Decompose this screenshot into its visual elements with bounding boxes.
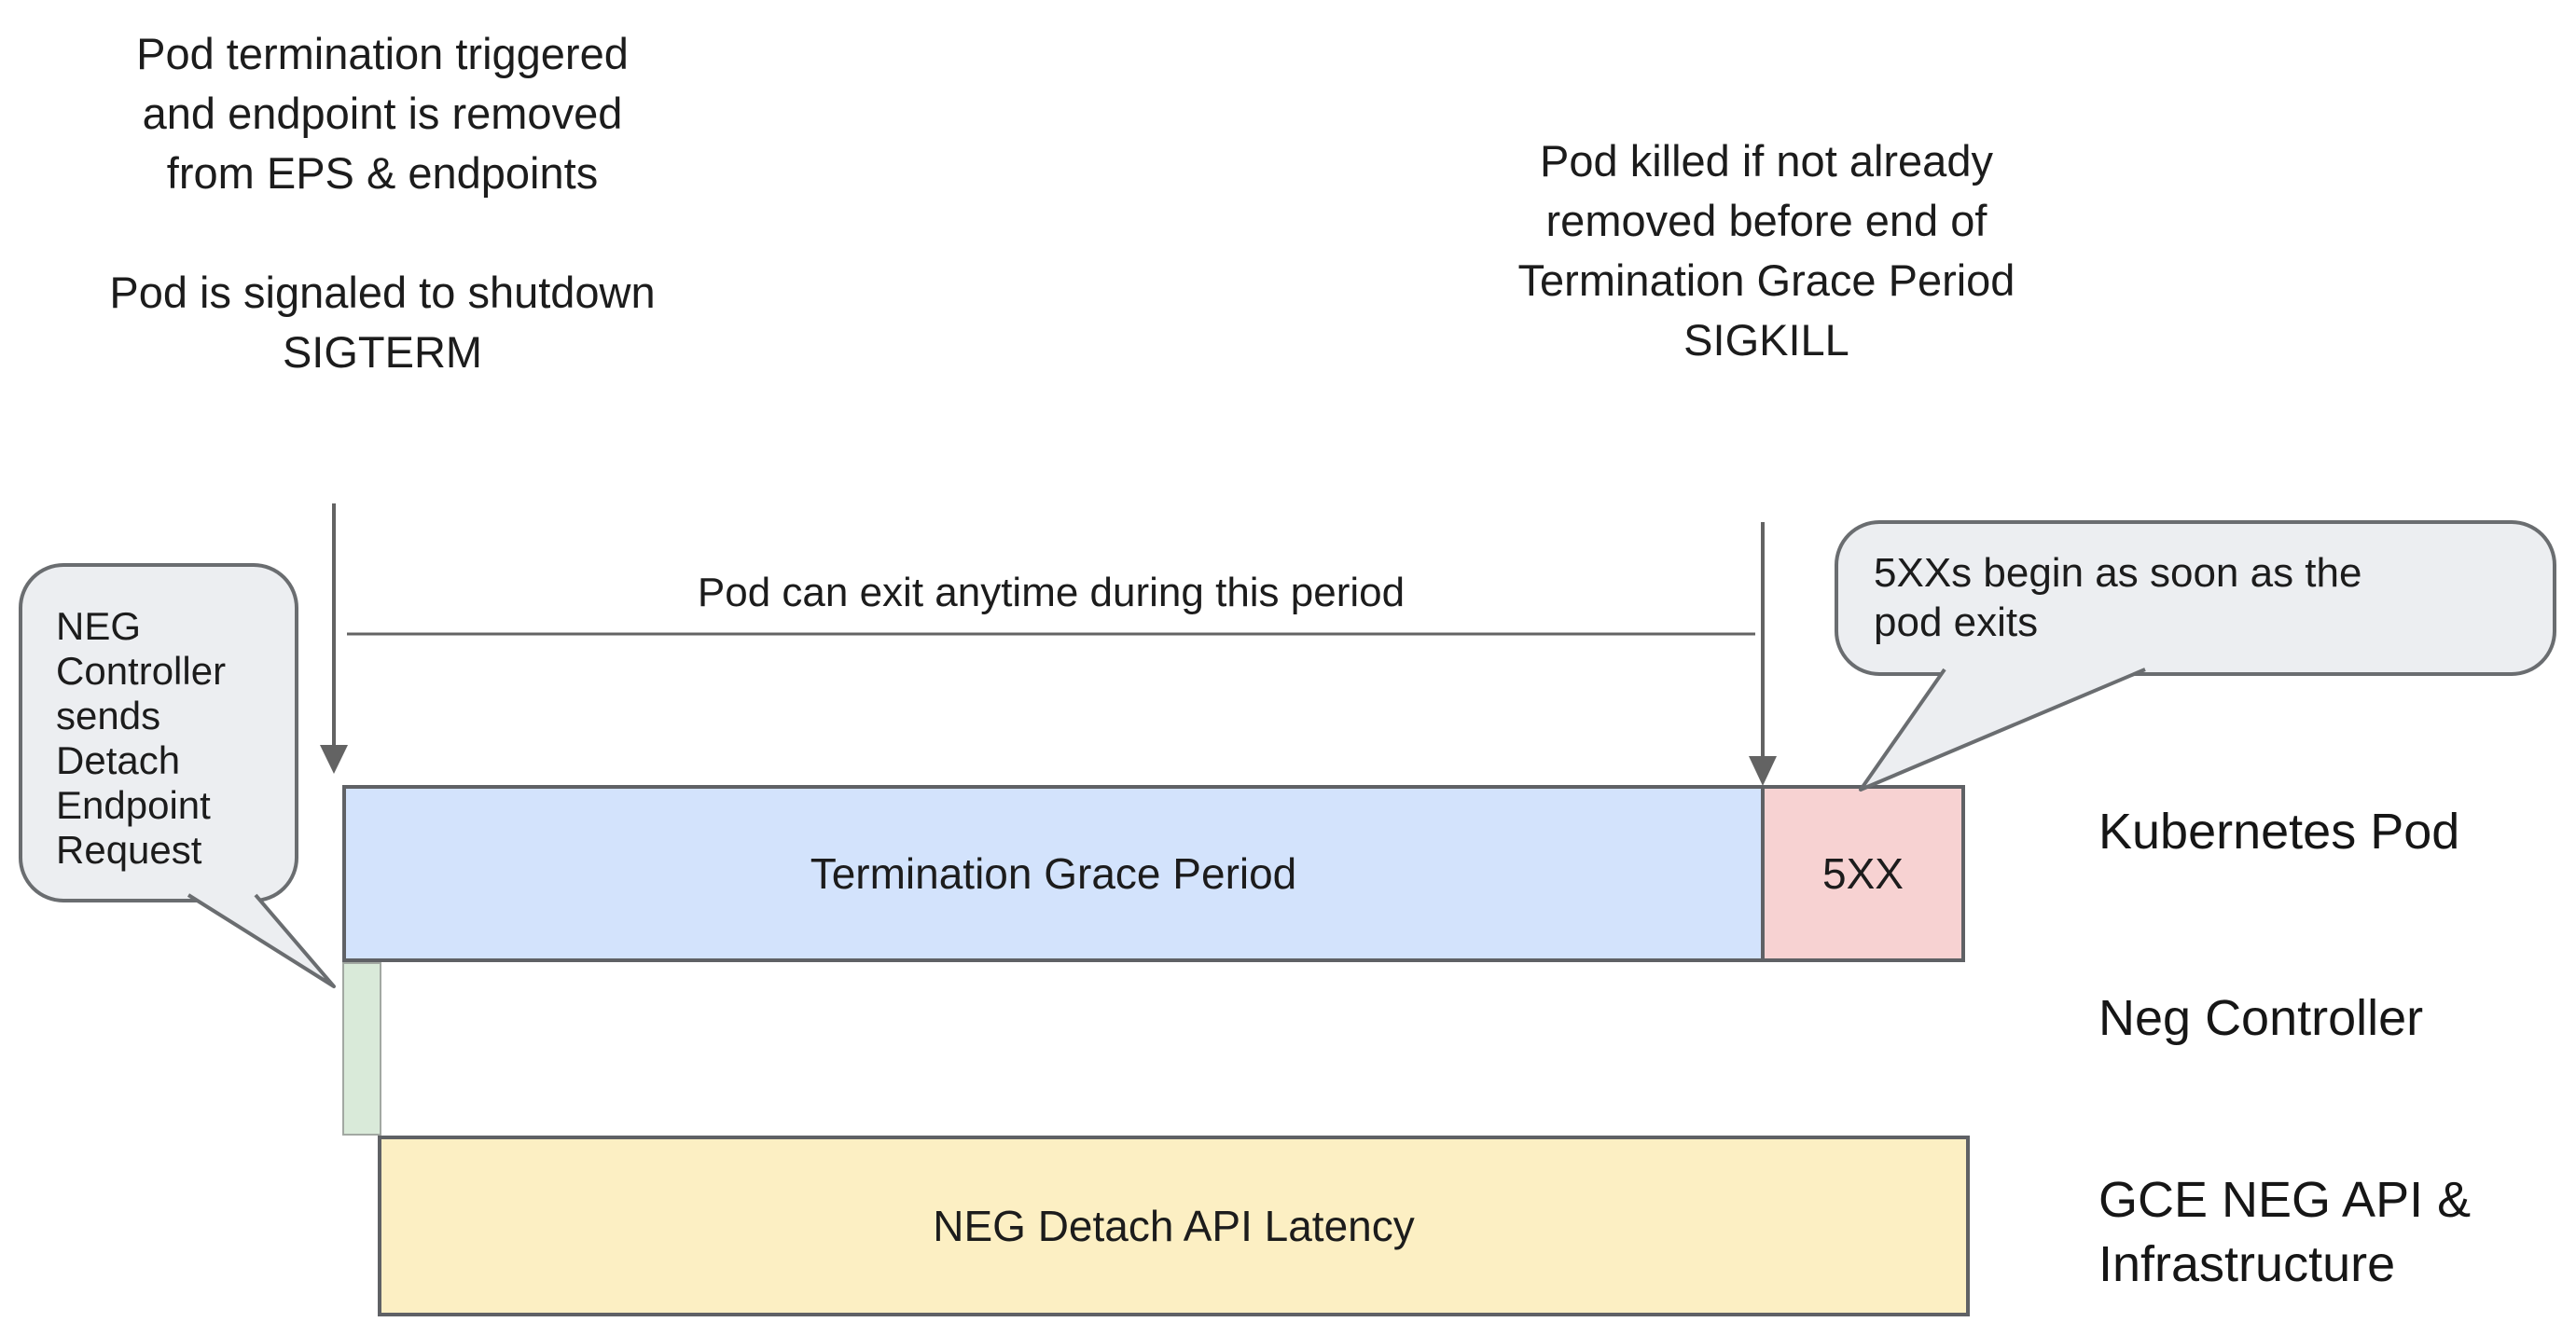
annotation-line: Pod termination triggered: [136, 29, 629, 78]
kubernetes-pod-timeline-bar: Termination Grace Period 5XX: [342, 785, 1965, 962]
neg-detach-request-bar: [342, 962, 381, 1136]
annotation-line: SIGTERM: [282, 327, 483, 377]
row-label-line: GCE NEG API &: [2098, 1172, 2472, 1228]
sigterm-arrowhead: [320, 745, 348, 774]
annotation-line: and endpoint is removed: [142, 89, 623, 138]
callout-line: NEG: [56, 604, 142, 648]
annotation-line: Pod is signaled to shutdown: [109, 268, 656, 317]
callout-line: pod exits: [1874, 599, 2039, 645]
callout-line: sends: [56, 694, 161, 737]
annotation-line: SIGKILL: [1683, 315, 1849, 365]
annotation-line: Pod killed if not already: [1540, 136, 1993, 186]
annotation-line: Termination Grace Period: [1517, 255, 2015, 305]
annotation-pod-termination: Pod termination triggered and endpoint i…: [56, 24, 709, 382]
callout-line: Endpoint: [56, 783, 211, 827]
row-label-gce-neg: GCE NEG API & Infrastructure: [2098, 1168, 2565, 1297]
fivexx-callout-tail: [1859, 668, 2146, 792]
callout-line: Controller: [56, 649, 227, 693]
row-label-line: Infrastructure: [2098, 1236, 2396, 1292]
annotation-pod-killed: Pod killed if not already removed before…: [1431, 131, 2102, 370]
exit-window-label: Pod can exit anytime during this period: [697, 570, 1406, 615]
callout-line: Detach: [56, 738, 181, 782]
row-label-neg-controller: Neg Controller: [2098, 990, 2424, 1046]
five-xx-begin-callout: 5XXs begin as soon as the pod exits: [1835, 520, 2556, 676]
five-xx-bar: 5XX: [1761, 789, 1961, 958]
termination-grace-period-bar: Termination Grace Period: [346, 789, 1761, 958]
sigkill-arrowhead: [1749, 756, 1777, 786]
row-label-kubernetes-pod: Kubernetes Pod: [2098, 804, 2460, 860]
five-xx-label: 5XX: [1822, 849, 1904, 898]
annotation-line: from EPS & endpoints: [166, 148, 599, 198]
neg-controller-callout: NEG Controller sends Detach Endpoint Req…: [19, 563, 298, 902]
termination-grace-period-label: Termination Grace Period: [810, 849, 1297, 898]
callout-line: Request: [56, 828, 202, 872]
annotation-line: removed before end of: [1545, 196, 1987, 245]
callout-line: 5XXs begin as soon as the: [1874, 550, 2362, 596]
neg-detach-api-latency-bar: NEG Detach API Latency: [378, 1136, 1970, 1316]
neg-detach-api-latency-label: NEG Detach API Latency: [933, 1202, 1415, 1250]
neg-callout-tail: [187, 893, 336, 988]
annotation-spacer: [56, 203, 709, 263]
